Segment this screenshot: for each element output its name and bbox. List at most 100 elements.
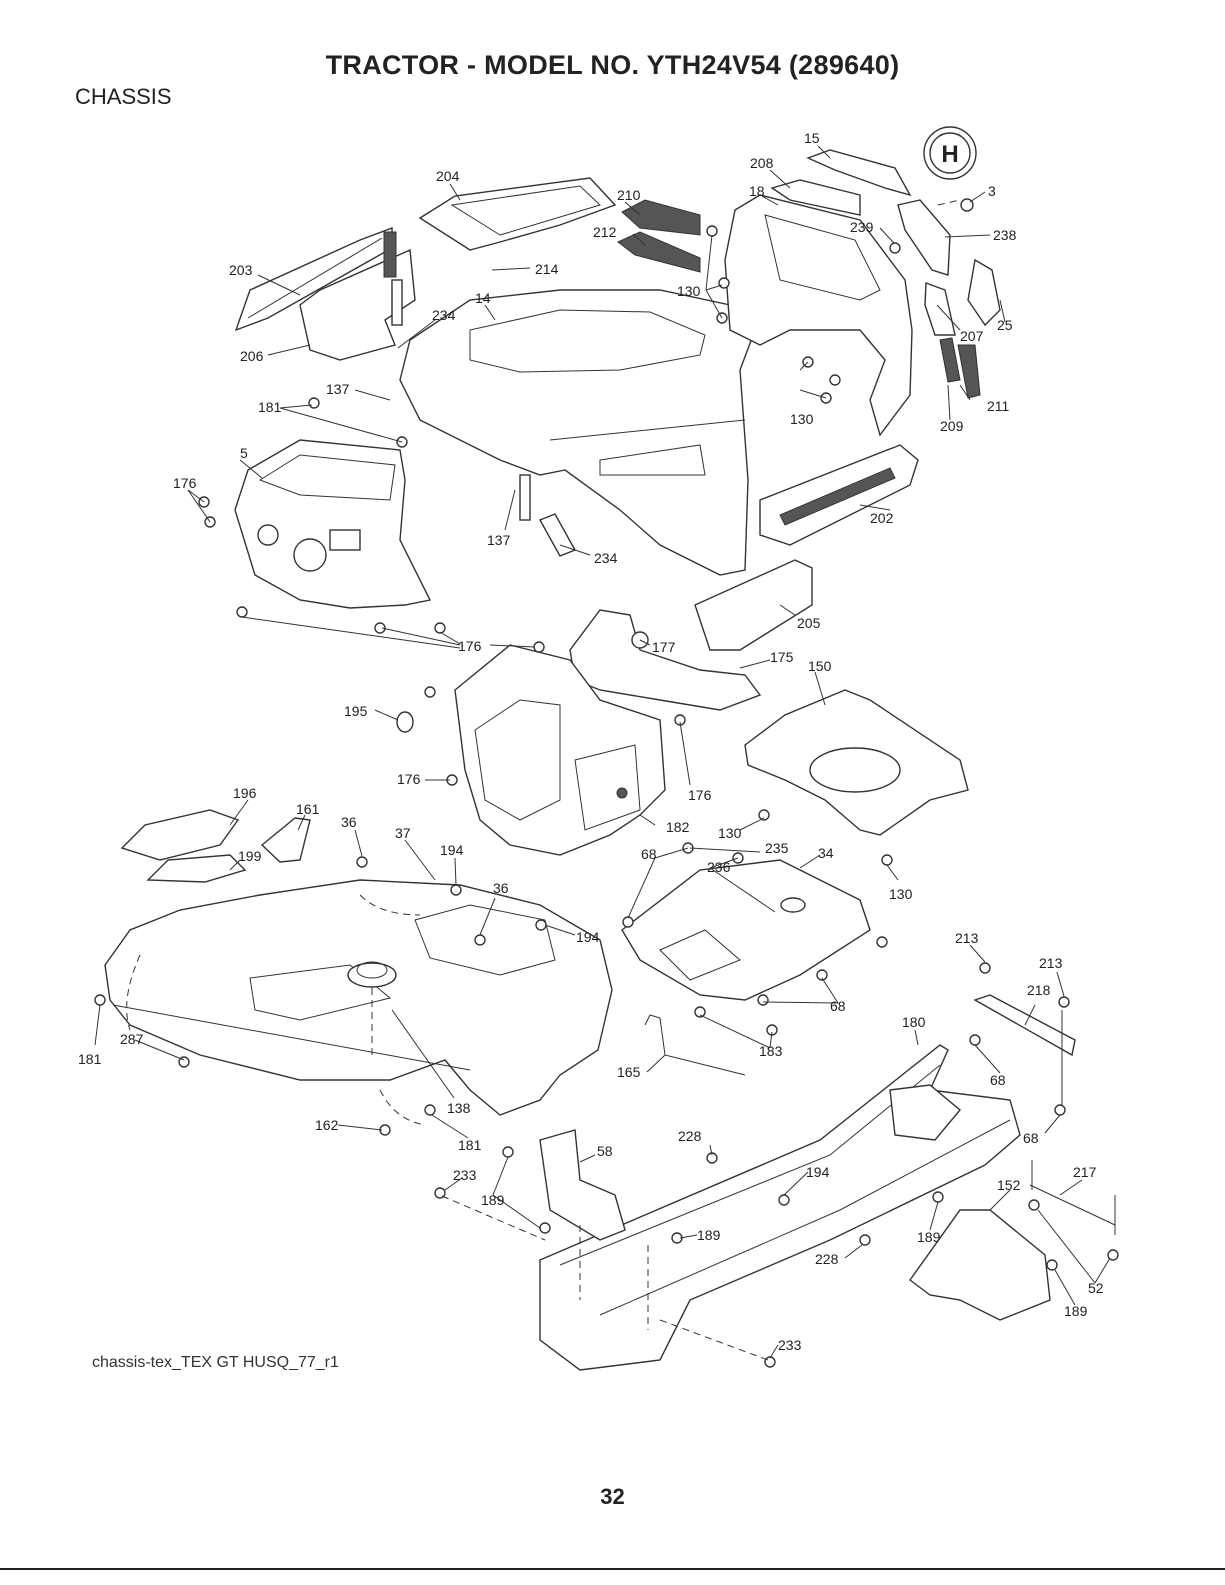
callout-207: 207: [960, 328, 984, 344]
callout-36-left: 36: [341, 814, 357, 830]
side-panel: [724, 194, 913, 437]
callout-203: 203: [229, 262, 253, 278]
mesh-insert-lower: [617, 231, 701, 273]
callout-205: 205: [797, 615, 821, 631]
callout-209: 209: [940, 418, 964, 434]
drawing-reference: chassis-tex_TEX GT HUSQ_77_r1: [92, 1354, 339, 1371]
callout-130-right: 130: [790, 411, 814, 427]
callout-181-left: 181: [78, 1051, 102, 1067]
callout-68-center: 68: [830, 998, 846, 1014]
mesh-insert-upper: [621, 199, 701, 236]
rod-165: [644, 1014, 746, 1076]
callout-195: 195: [344, 703, 368, 719]
steering-bracket: [569, 609, 762, 711]
pedal-cover: [120, 809, 240, 861]
callout-194-right: 194: [576, 929, 600, 945]
hood-top-panel: [418, 177, 617, 251]
callout-36-right: 36: [493, 880, 509, 896]
callout-180: 180: [902, 1014, 926, 1030]
callout-52: 52: [1088, 1280, 1104, 1296]
callout-234-lower: 234: [594, 550, 618, 566]
top-trim-strip: [806, 149, 912, 197]
callout-189-left: 189: [481, 1192, 505, 1208]
callout-25: 25: [997, 317, 1013, 333]
callout-177: 177: [652, 639, 676, 655]
callout-162: 162: [315, 1117, 339, 1133]
front-panel-insert: [694, 559, 813, 651]
side-cover: [897, 199, 951, 276]
callout-161: 161: [296, 801, 320, 817]
callout-14: 14: [475, 290, 491, 306]
callout-130-lower: 130: [889, 886, 913, 902]
pad-234-upper: [383, 231, 397, 278]
callout-182: 182: [666, 819, 690, 835]
callout-194-lower: 194: [806, 1164, 830, 1180]
seat-mounting-plate: [621, 859, 871, 1001]
callout-199: 199: [238, 848, 262, 864]
callout-labels: 15 208 18 204 210 212 214 3 239 238 130 …: [78, 130, 1104, 1353]
callout-68-lower: 68: [1023, 1130, 1039, 1146]
pad-137-upper: [391, 279, 403, 326]
callout-210: 210: [617, 187, 641, 203]
vent-strip-right: [957, 344, 981, 399]
callout-233-left: 233: [453, 1167, 477, 1183]
assembly-lines: [126, 199, 961, 1361]
leader-lines: [94, 145, 1116, 1359]
callout-5: 5: [240, 445, 248, 461]
callout-176-lowerleft: 176: [397, 771, 421, 787]
callout-189-far-right: 189: [1064, 1303, 1088, 1319]
rear-cover-152: [909, 1209, 1051, 1321]
vent-strip-left: [939, 337, 961, 383]
callout-138: 138: [447, 1100, 471, 1116]
callout-212: 212: [593, 224, 617, 240]
callout-175: 175: [770, 649, 794, 665]
callout-130-upper: 130: [677, 283, 701, 299]
callout-176-center: 176: [458, 638, 482, 654]
callout-68-upper: 68: [641, 846, 657, 862]
callout-181-upper: 181: [258, 399, 282, 415]
callout-137-lower: 137: [487, 532, 511, 548]
callout-165: 165: [617, 1064, 641, 1080]
callout-37: 37: [395, 825, 411, 841]
callout-211: 211: [987, 398, 1010, 414]
callout-181-lower: 181: [458, 1137, 482, 1153]
callout-152: 152: [997, 1177, 1021, 1193]
callout-137-upper: 137: [326, 381, 350, 397]
callout-58: 58: [597, 1143, 613, 1159]
svg-text:H: H: [941, 141, 958, 168]
pad-234-lower: [539, 513, 576, 557]
callout-176-left: 176: [173, 475, 197, 491]
callout-34: 34: [818, 845, 834, 861]
callout-238: 238: [993, 227, 1017, 243]
callout-204: 204: [436, 168, 460, 184]
callout-130-center: 130: [718, 825, 742, 841]
callout-228-upper: 228: [678, 1128, 702, 1144]
callout-202: 202: [870, 510, 894, 526]
callout-228-lower: 228: [815, 1251, 839, 1267]
callout-68-right: 68: [990, 1072, 1006, 1088]
side-cap: [967, 258, 1001, 327]
fender-footboard: [104, 879, 613, 1116]
callout-287: 287: [120, 1031, 144, 1047]
dash-trim: [770, 179, 861, 216]
callout-18: 18: [749, 183, 765, 199]
callout-15: 15: [804, 130, 820, 146]
page-number: 32: [600, 1484, 625, 1509]
footer-rule: [0, 1568, 1225, 1570]
callout-234-upper: 234: [432, 307, 456, 323]
page-title: TRACTOR - MODEL NO. YTH24V54 (289640): [325, 50, 900, 80]
rod-217: [1029, 1184, 1116, 1226]
callout-176-lowerright: 176: [688, 787, 712, 803]
callout-233-lower: 233: [778, 1337, 802, 1353]
brand-logo: H: [923, 126, 977, 180]
callout-206: 206: [240, 348, 264, 364]
callout-235: 235: [765, 840, 789, 856]
bracket-58: [539, 1129, 626, 1241]
pedal-pad: [260, 817, 311, 863]
part-shapes: H: [104, 126, 1116, 1371]
pad-137-lower: [519, 474, 531, 521]
callout-194-upper: 194: [440, 842, 464, 858]
callout-189-center: 189: [697, 1227, 721, 1243]
callout-214: 214: [535, 261, 559, 277]
